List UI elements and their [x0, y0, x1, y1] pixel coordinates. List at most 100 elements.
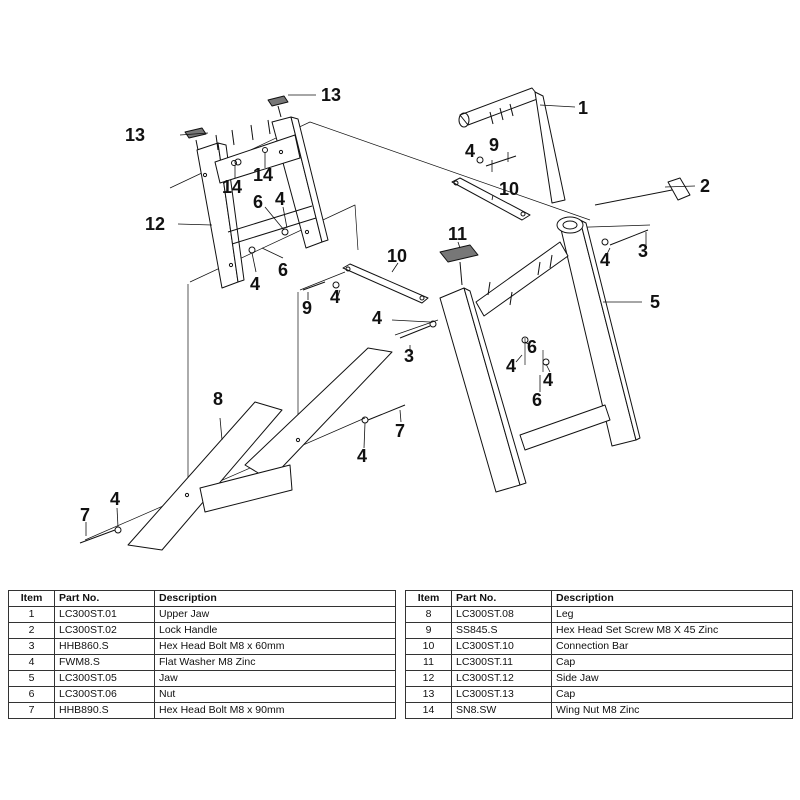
- cell-part-no: HHB860.S: [54, 638, 155, 655]
- cell-part-no: LC300ST.08: [451, 606, 552, 623]
- table-header-row: Item Part No. Description: [8, 590, 396, 607]
- cell-description: Cap: [551, 654, 793, 671]
- side-jaw-drawing: [196, 116, 329, 289]
- callout-4: 4: [330, 287, 340, 307]
- callout-4: 4: [110, 489, 120, 509]
- header-item: Item: [8, 590, 55, 607]
- cap-drawing: [184, 95, 289, 151]
- callout-6: 6: [278, 260, 288, 280]
- callout-1: 1: [578, 98, 588, 118]
- cell-description: Wing Nut M8 Zinc: [551, 702, 793, 719]
- cell-item: 13: [405, 686, 452, 703]
- cell-part-no: SS845.S: [451, 622, 552, 639]
- cell-part-no: LC300ST.06: [54, 686, 155, 703]
- callout-3: 3: [638, 241, 648, 261]
- callout-13: 13: [125, 125, 145, 145]
- exploded-assembly-diagram: 1 2 3 3 4 4 4 4 4 4 4 4 4 4 5 6 6 6 6 7 …: [79, 85, 710, 551]
- callout-12: 12: [145, 214, 165, 234]
- callout-leaders: [85, 94, 696, 536]
- callout-13: 13: [321, 85, 341, 105]
- cell-description: Hex Head Bolt M8 x 60mm: [154, 638, 396, 655]
- header-part-no: Part No.: [451, 590, 552, 607]
- cell-description: Hex Head Bolt M8 x 90mm: [154, 702, 396, 719]
- callout-14: 14: [253, 165, 273, 185]
- callout-6: 6: [527, 337, 537, 357]
- cell-part-no: FWM8.S: [54, 654, 155, 671]
- cell-description: Side Jaw: [551, 670, 793, 687]
- cell-item: 6: [8, 686, 55, 703]
- callout-4: 4: [357, 446, 367, 466]
- callout-labels: 1 2 3 3 4 4 4 4 4 4 4 4 4 4 5 6 6 6 6 7 …: [80, 85, 710, 525]
- cell-part-no: LC300ST.05: [54, 670, 155, 687]
- cell-item: 8: [405, 606, 452, 623]
- callout-7: 7: [395, 421, 405, 441]
- cell-item: 1: [8, 606, 55, 623]
- header-description: Description: [551, 590, 793, 607]
- cell-description: Upper Jaw: [154, 606, 396, 623]
- cell-part-no: LC300ST.12: [451, 670, 552, 687]
- callout-4: 4: [506, 356, 516, 376]
- callout-4: 4: [600, 250, 610, 270]
- callout-4: 4: [465, 141, 475, 161]
- cap-11-drawing: [439, 244, 479, 286]
- cell-item: 12: [405, 670, 452, 687]
- callout-4: 4: [543, 370, 553, 390]
- header-item: Item: [405, 590, 452, 607]
- cell-part-no: LC300ST.10: [451, 638, 552, 655]
- hex-bolt-90-drawing: [79, 404, 406, 544]
- callout-8: 8: [213, 389, 223, 409]
- callout-4: 4: [250, 274, 260, 294]
- cell-item: 4: [8, 654, 55, 671]
- callout-2: 2: [700, 176, 710, 196]
- lock-handle-drawing: [594, 177, 691, 206]
- callout-6: 6: [532, 390, 542, 410]
- cell-part-no: LC300ST.02: [54, 622, 155, 639]
- cell-part-no: SN8.SW: [451, 702, 552, 719]
- cell-item: 11: [405, 654, 452, 671]
- upper-jaw-drawing: [458, 87, 566, 204]
- jaw-drawing: [439, 216, 641, 493]
- connection-bar-drawing: [342, 177, 531, 304]
- callout-9: 9: [302, 298, 312, 318]
- callout-3: 3: [404, 346, 414, 366]
- cell-description: Jaw: [154, 670, 396, 687]
- cell-description: Flat Washer M8 Zinc: [154, 654, 396, 671]
- callout-7: 7: [80, 505, 90, 525]
- callout-9: 9: [489, 135, 499, 155]
- cell-part-no: LC300ST.13: [451, 686, 552, 703]
- cell-item: 7: [8, 702, 55, 719]
- cell-part-no: LC300ST.11: [451, 654, 552, 671]
- cell-item: 5: [8, 670, 55, 687]
- header-part-no: Part No.: [54, 590, 155, 607]
- callout-10: 10: [499, 179, 519, 199]
- hex-bolt-60-drawing: [399, 229, 649, 339]
- callout-4: 4: [275, 189, 285, 209]
- assembly-guide-lines: [84, 121, 651, 541]
- cell-description: Hex Head Set Screw M8 X 45 Zinc: [551, 622, 793, 639]
- cell-description: Leg: [551, 606, 793, 623]
- cell-part-no: HHB890.S: [54, 702, 155, 719]
- cell-part-no: LC300ST.01: [54, 606, 155, 623]
- cell-item: 14: [405, 702, 452, 719]
- set-screw-drawing: [302, 155, 517, 291]
- cell-description: Lock Handle: [154, 622, 396, 639]
- cell-item: 3: [8, 638, 55, 655]
- cell-item: 10: [405, 638, 452, 655]
- cell-description: Cap: [551, 686, 793, 703]
- callout-5: 5: [650, 292, 660, 312]
- cell-description: Connection Bar: [551, 638, 793, 655]
- header-description: Description: [154, 590, 396, 607]
